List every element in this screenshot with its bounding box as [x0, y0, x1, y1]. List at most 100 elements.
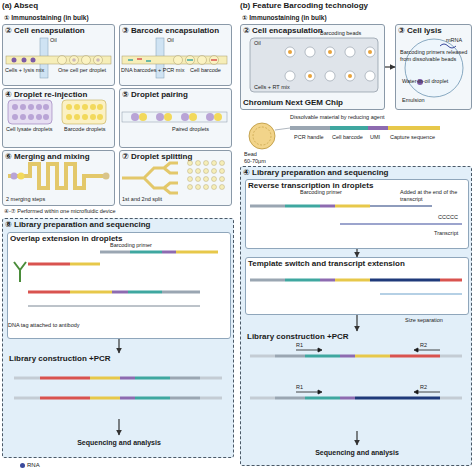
droplet: [82, 56, 91, 65]
panel: (a) Abseq① Immunostaining (in bulk)② Cel…: [0, 0, 236, 474]
chip: [288, 50, 292, 54]
annotation-label: Transcript: [434, 230, 458, 237]
annotation-label: Barcoding primers released from dissolva…: [400, 49, 470, 62]
dna-strand: [130, 251, 162, 254]
paired-droplets: [164, 113, 172, 121]
chip: [365, 71, 375, 81]
annotation-label: 2 merging steps: [6, 196, 45, 203]
splitting-channel: [204, 177, 209, 182]
annotation-label: Cells + lysis mix: [5, 67, 44, 74]
annotation-label: 1st and 2nd split: [122, 196, 162, 203]
dna-strand: [135, 377, 170, 380]
microfluidic-channel: [6, 56, 227, 122]
dna-strand: [14, 377, 40, 380]
step-heading-band: ① Immunostaining (in bulk): [2, 12, 234, 23]
splitting-channel: [220, 169, 225, 174]
splitting-channel: [188, 177, 193, 182]
step-box: ⑥ Merging and mixing: [2, 150, 115, 206]
dashed-section-box: ④ Library preparation and sequencingReve…: [240, 166, 472, 466]
microfluidic-channel: [122, 112, 227, 122]
node-heading: ④ Library preparation and sequencing: [241, 167, 390, 179]
droplet: [210, 56, 219, 65]
droplet: [174, 56, 183, 65]
legend-text: RNA: [27, 461, 40, 469]
chip: [305, 47, 315, 57]
node-heading: ③ Cell lysis: [396, 25, 444, 37]
annotation-label: Oil: [167, 37, 174, 44]
paired-droplets: [131, 113, 222, 121]
node-heading: ④ Droplet re-injection: [3, 89, 89, 101]
node-heading: (a) Abseq: [0, 0, 40, 12]
splitting-channel: [196, 177, 201, 182]
node-heading: Sequencing and analysis: [75, 437, 163, 449]
droplet-reservoir: [12, 104, 49, 120]
splitting-channel: [188, 185, 193, 190]
droplet: [58, 56, 219, 65]
droplet-reservoir: [36, 104, 42, 110]
rt-strands: [285, 205, 320, 208]
rt-strands: [305, 397, 340, 400]
chip: [288, 50, 372, 78]
legend-entry: RNA: [20, 461, 40, 469]
node-heading: ① Immunostaining (in bulk): [2, 12, 91, 24]
barcode-oligo: [388, 126, 440, 130]
annotation-label: Cells + RT mix: [254, 84, 290, 91]
droplet-reservoir: [28, 104, 34, 110]
serpentine-channel: [18, 173, 25, 180]
splitting-channel: [196, 185, 201, 190]
rt-strands: [250, 355, 275, 358]
cell: [96, 58, 100, 62]
chip: [368, 50, 372, 54]
annotation-label: Cell lysate droplets: [6, 126, 52, 133]
droplet-reservoir: [82, 114, 88, 120]
flow-arrow: [118, 419, 119, 435]
annotation-label: One cell per droplet: [58, 67, 106, 74]
paired-droplets: [206, 113, 214, 121]
rt-strands: [335, 205, 370, 208]
step-box: ⑦ Droplet splitting: [119, 150, 232, 206]
splitting-channel: [188, 161, 225, 190]
annotation-label: R2: [420, 384, 427, 391]
dashed-section-box: ⑧ Library preparation and sequencingOver…: [2, 218, 234, 458]
dna-strand: [170, 377, 200, 380]
rt-strands: [370, 279, 440, 282]
droplet: [70, 56, 79, 65]
dna-strand: [176, 251, 218, 254]
dna-strand: [90, 397, 120, 400]
paired-droplets: [131, 113, 139, 121]
chip: [250, 38, 378, 92]
step-box: ⑤ Droplet pairing: [119, 88, 232, 148]
splitting-channel: [212, 177, 217, 182]
water-in-oil-droplet: [417, 79, 423, 85]
output-box: Sequencing and analysis: [245, 445, 469, 461]
read-arrow: [296, 392, 318, 393]
splitting-channel: [122, 161, 225, 194]
annotation-label: DNA barcodes + PCR mix: [121, 67, 184, 74]
droplet-reservoir: [8, 100, 52, 124]
dna-barcode: [128, 59, 217, 61]
rt-strands: [340, 355, 355, 358]
droplet-reservoir: [43, 104, 49, 110]
annotation-label: DNA tag attached to antibody: [8, 322, 80, 329]
read-arrow: [414, 348, 418, 352]
dna-strand: [28, 306, 200, 307]
serpentine-channel: [11, 173, 18, 180]
annotation-label: Barcoding primer: [110, 242, 152, 249]
cell: [22, 58, 27, 63]
annotation-label: Added at the end of the transcript: [400, 189, 466, 202]
dna-strand: [40, 377, 90, 380]
annotation-label: Barcode droplets: [64, 126, 106, 133]
dna-strand: [200, 377, 222, 380]
dna-strand: [70, 291, 112, 294]
serpentine-channel: [8, 164, 110, 188]
node-heading: ⑤ Droplet pairing: [120, 89, 190, 101]
barcoding-bead: [253, 127, 271, 145]
process-box: Reverse transcription in droplets: [245, 179, 469, 249]
node-heading: ① Immunostaining (in bulk): [240, 12, 329, 24]
read-arrow: [418, 350, 440, 351]
droplet-reservoir: [74, 114, 80, 120]
node-heading: ⑥ Merging and mixing: [3, 151, 92, 163]
node-heading: ② Cell encapsulation: [241, 25, 325, 37]
